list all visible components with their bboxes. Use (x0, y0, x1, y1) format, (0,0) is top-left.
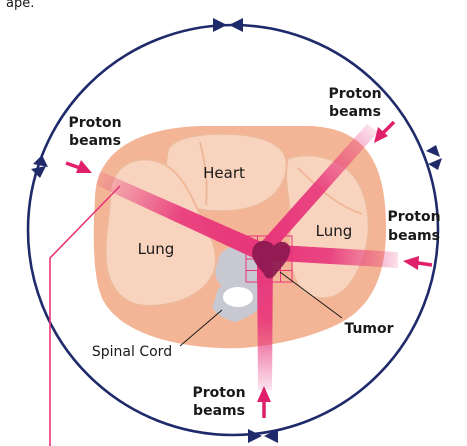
ring-arrowhead-top-left (213, 18, 227, 32)
lung-right-label: Lung (316, 222, 353, 240)
ring-arrowhead-top-right (229, 18, 243, 32)
ring-arrowhead-right-upper (426, 145, 440, 157)
ring-arrowhead-right-lower (428, 158, 442, 170)
ring-arrowhead-left-upper (33, 155, 48, 167)
ring-arrowhead-bottom-left (248, 429, 262, 443)
beam-label-upper-left-line2: beams (69, 133, 121, 149)
beam-label-right-line2: beams (388, 228, 440, 244)
lung-left-label: Lung (138, 240, 175, 258)
heart-label: Heart (203, 164, 245, 182)
ring-arrowhead-left-lower (31, 166, 46, 178)
spinal-cord-label: Spinal Cord (92, 344, 172, 360)
beam-label-upper-right-line2: beams (329, 104, 381, 120)
spinal-cord-canal (223, 287, 253, 307)
arrow-right (403, 256, 419, 270)
tumor-label: Tumor (344, 321, 393, 337)
beam-label-upper-left-line1: Proton (68, 115, 121, 131)
beam-label-right-line1: Proton (387, 209, 440, 225)
beam-label-bottom-line2: beams (193, 403, 245, 419)
beam-label-upper-right-line1: Proton (328, 86, 381, 102)
beam-label-bottom-line1: Proton (192, 385, 245, 401)
